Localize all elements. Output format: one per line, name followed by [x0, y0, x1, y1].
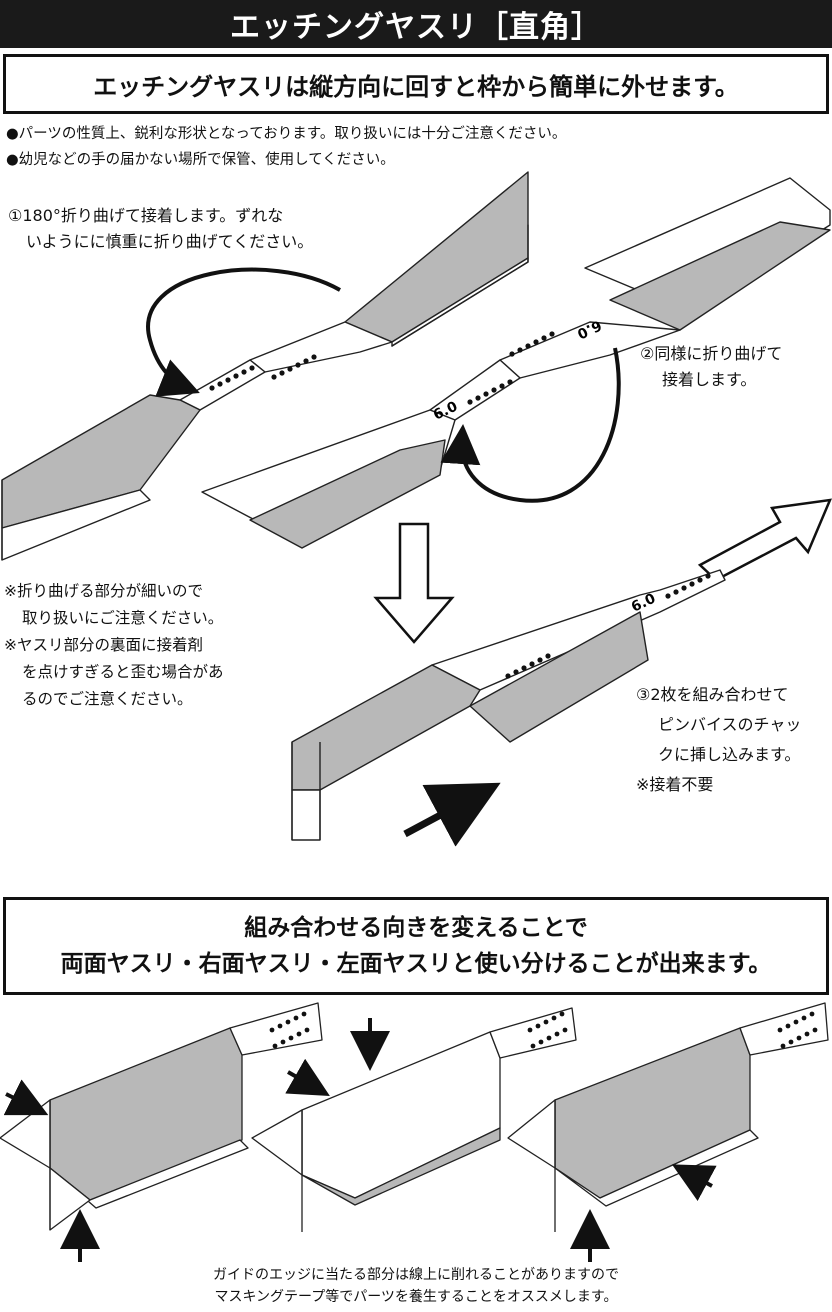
caution-line3: ※ヤスリ部分の裏面に接着剤	[4, 636, 203, 654]
step3-text: ③2枚を組み合わせて ピンバイスのチャッ クに挿し込みます。 ※接着不要	[636, 680, 801, 800]
config-right-side	[251, 1007, 577, 1232]
caution-notes: ※折り曲げる部分が細いので 取り扱いにご注意ください。 ※ヤスリ部分の裏面に接着…	[4, 578, 224, 713]
step2-text: ②同様に折り曲げて 接着します。	[640, 341, 782, 393]
footer-note: ガイドのエッジに当たる部分は線上に削れることがありますので マスキングテープ等で…	[0, 1264, 832, 1308]
step3-line3: クに挿し込みます。	[658, 745, 801, 764]
note-children: ●幼児などの手の届かない場所で保管、使用してください。	[6, 152, 395, 168]
step3-line1: ③2枚を組み合わせて	[636, 685, 789, 704]
footer-line2: マスキングテープ等でパーツを養生することをオススメします。	[214, 1289, 618, 1305]
caution-line4: を点けすぎると歪む場合があ	[22, 663, 224, 681]
file-part-step3	[291, 569, 726, 841]
step3-line2: ピンバイスのチャッ	[658, 715, 802, 734]
pointer-arrows	[3, 1018, 717, 1262]
push-arrow-icon	[403, 782, 501, 847]
insert-arrow-icon	[697, 498, 832, 582]
caution-line1: ※折り曲げる部分が細いので	[4, 582, 203, 600]
step2-line1: ②同様に折り曲げて	[640, 344, 783, 363]
footer-line1: ガイドのエッジに当たる部分は線上に削れることがありますので	[213, 1267, 619, 1283]
fold-arrow-step1	[146, 267, 341, 397]
file-holes-step1	[209, 354, 317, 391]
subtitle-box: エッチングヤスリは縦方向に回すと枠から簡単に外せます。	[3, 54, 829, 114]
file-holes-bottom	[269, 1011, 818, 1049]
file-holes-step3	[505, 573, 711, 679]
step1-text: ①180°折り曲げて接着します。ずれな いようにに慎重に折り曲げてください。	[8, 203, 313, 255]
step1-line2: いようにに慎重に折り曲げてください。	[26, 232, 314, 251]
caution-line5: るのでご注意ください。	[22, 690, 193, 708]
caution-line2: 取り扱いにご注意ください。	[22, 609, 224, 627]
file-holes-step2	[467, 331, 555, 405]
step2-line2: 接着します。	[662, 370, 757, 389]
page-title: エッチングヤスリ［直角］	[0, 0, 832, 48]
note-sharp: ●パーツの性質上、鋭利な形状となっております。取り扱いには十分ご注意ください。	[6, 126, 567, 142]
step3-line4: ※接着不要	[636, 775, 714, 794]
step1-line1: ①180°折り曲げて接着します。ずれな	[8, 206, 284, 225]
config-left-side	[507, 1002, 829, 1232]
fold-arrow-step2	[440, 347, 621, 503]
file-part-step1	[1, 171, 529, 561]
combination-box: 組み合わせる向きを変えることで 両面ヤスリ・右面ヤスリ・左面ヤスリと使い分けるこ…	[3, 897, 829, 995]
file-part-step2	[201, 177, 831, 549]
config-both-sides	[0, 1002, 323, 1231]
combination-line2: 両面ヤスリ・右面ヤスリ・左面ヤスリと使い分けることが出来ます。	[60, 951, 772, 977]
down-arrow-icon	[373, 522, 455, 644]
combination-line1: 組み合わせる向きを変えることで	[244, 915, 588, 941]
